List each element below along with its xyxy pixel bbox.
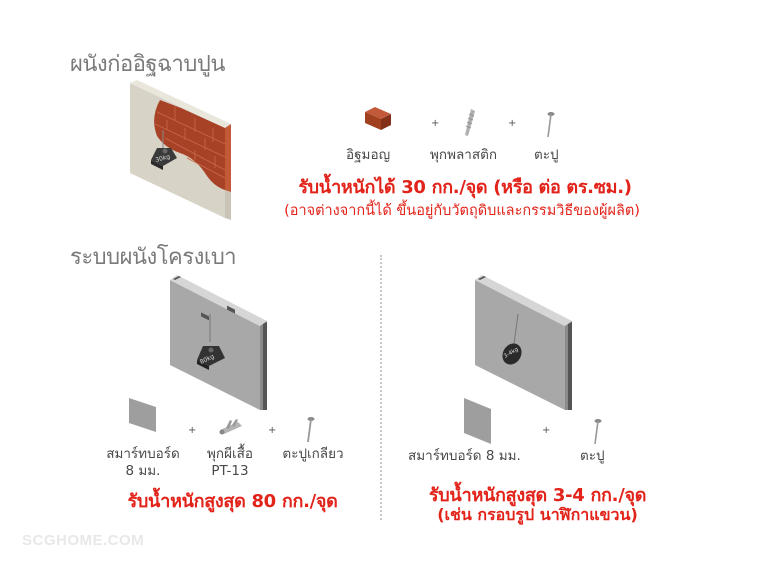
- plus-sign: +: [188, 425, 197, 436]
- section-title-masonry-wall: ผนังก่ออิฐฉาบปูน: [70, 52, 225, 77]
- brick-wall-illustration: 30kg: [125, 78, 235, 223]
- plus-sign: +: [268, 425, 277, 436]
- screw-icon: [305, 416, 315, 444]
- nail-icon: [545, 111, 555, 139]
- nail-icon: [592, 418, 602, 446]
- section-title-lightweight-wall: ระบบผนังโครงเบา: [70, 245, 237, 270]
- capacity-drywall-anchor: รับน้ำหนักสูงสุด 80 กก./จุด: [127, 491, 338, 512]
- material-label-butterfly-anchor: พุกผีเสื้อ PT-13: [207, 446, 253, 479]
- svg-text:30kg: 30kg: [155, 153, 171, 164]
- section-divider: [380, 255, 382, 520]
- watermark: SCGHOME.COM: [22, 532, 145, 549]
- capacity-drywall-nail: รับน้ำหนักสูงสุด 3-4 กก./จุด: [428, 485, 647, 506]
- material-label-plastic-anchor: พุกพลาสติก: [430, 147, 498, 163]
- brick-icon: [363, 104, 393, 134]
- note-masonry: (อาจต่างจากนี้ได้ ขึ้นอยู่กับวัตถุดิบและ…: [284, 203, 640, 219]
- material-label-smartboard: สมาร์ทบอร์ด 8 มม.: [106, 446, 180, 479]
- butterfly-anchor-icon: [218, 418, 244, 436]
- plus-sign: +: [542, 425, 551, 436]
- board-icon: [128, 397, 158, 433]
- plus-sign: +: [431, 118, 440, 129]
- drywall-illustration-right: 3-4kg: [470, 270, 580, 410]
- capacity-masonry: รับน้ำหนักได้ 30 กก./จุด (หรือ ต่อ ตร.ซม…: [298, 177, 632, 198]
- plus-sign: +: [508, 118, 517, 129]
- plastic-anchor-icon: [463, 108, 477, 138]
- note-drywall-nail: (เช่น กรอบรูป นาฬิกาแขวน): [437, 505, 638, 524]
- board-icon: [463, 397, 493, 445]
- material-label-nail: ตะปู: [580, 448, 605, 464]
- material-label-nail: ตะปู: [534, 147, 559, 163]
- material-label-brick: อิฐมอญ: [346, 147, 391, 163]
- drywall-illustration-left: 80kg: [165, 270, 275, 410]
- material-label-smartboard: สมาร์ทบอร์ด 8 มม.: [408, 448, 521, 464]
- material-label-screw: ตะปูเกลียว: [282, 446, 344, 462]
